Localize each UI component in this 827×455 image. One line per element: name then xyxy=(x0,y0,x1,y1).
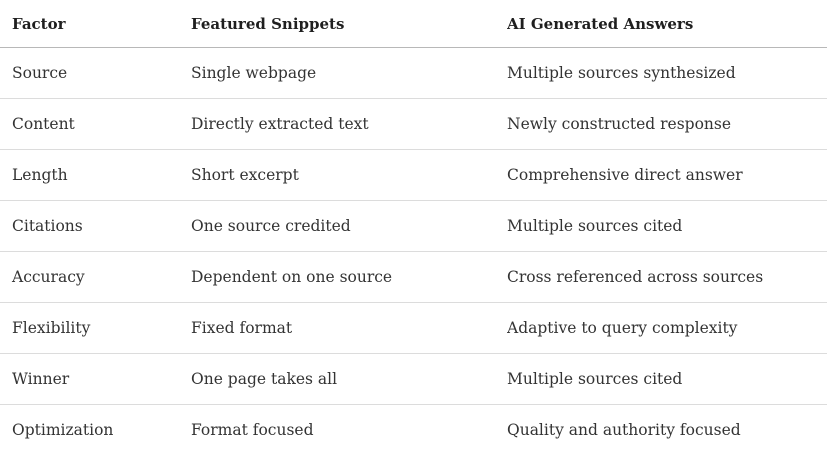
cell-ai-generated-answers: Comprehensive direct answer xyxy=(507,150,827,201)
cell-ai-generated-answers: Cross referenced across sources xyxy=(507,252,827,303)
cell-factor: Accuracy xyxy=(0,252,191,303)
table-row: Content Directly extracted text Newly co… xyxy=(0,99,827,150)
table-row: Winner One page takes all Multiple sourc… xyxy=(0,354,827,405)
cell-factor: Length xyxy=(0,150,191,201)
cell-featured-snippets: One source credited xyxy=(191,201,507,252)
cell-featured-snippets: Single webpage xyxy=(191,48,507,99)
table-row: Optimization Format focused Quality and … xyxy=(0,405,827,455)
table-body: Source Single webpage Multiple sources s… xyxy=(0,48,827,455)
cell-factor: Content xyxy=(0,99,191,150)
cell-featured-snippets: Format focused xyxy=(191,405,507,455)
table-row: Accuracy Dependent on one source Cross r… xyxy=(0,252,827,303)
cell-factor: Optimization xyxy=(0,405,191,455)
cell-factor: Citations xyxy=(0,201,191,252)
cell-ai-generated-answers: Multiple sources synthesized xyxy=(507,48,827,99)
cell-ai-generated-answers: Newly constructed response xyxy=(507,99,827,150)
cell-featured-snippets: Dependent on one source xyxy=(191,252,507,303)
table-row: Citations One source credited Multiple s… xyxy=(0,201,827,252)
table-row: Flexibility Fixed format Adaptive to que… xyxy=(0,303,827,354)
cell-featured-snippets: Directly extracted text xyxy=(191,99,507,150)
cell-ai-generated-answers: Multiple sources cited xyxy=(507,354,827,405)
header-featured-snippets: Featured Snippets xyxy=(191,0,507,48)
cell-factor: Winner xyxy=(0,354,191,405)
header-factor: Factor xyxy=(0,0,191,48)
cell-ai-generated-answers: Adaptive to query complexity xyxy=(507,303,827,354)
header-row: Factor Featured Snippets AI Generated An… xyxy=(0,0,827,48)
cell-featured-snippets: One page takes all xyxy=(191,354,507,405)
table-header: Factor Featured Snippets AI Generated An… xyxy=(0,0,827,48)
cell-featured-snippets: Fixed format xyxy=(191,303,507,354)
cell-ai-generated-answers: Multiple sources cited xyxy=(507,201,827,252)
cell-ai-generated-answers: Quality and authority focused xyxy=(507,405,827,455)
table-row: Source Single webpage Multiple sources s… xyxy=(0,48,827,99)
cell-factor: Flexibility xyxy=(0,303,191,354)
cell-featured-snippets: Short excerpt xyxy=(191,150,507,201)
cell-factor: Source xyxy=(0,48,191,99)
table-row: Length Short excerpt Comprehensive direc… xyxy=(0,150,827,201)
header-ai-generated-answers: AI Generated Answers xyxy=(507,0,827,48)
